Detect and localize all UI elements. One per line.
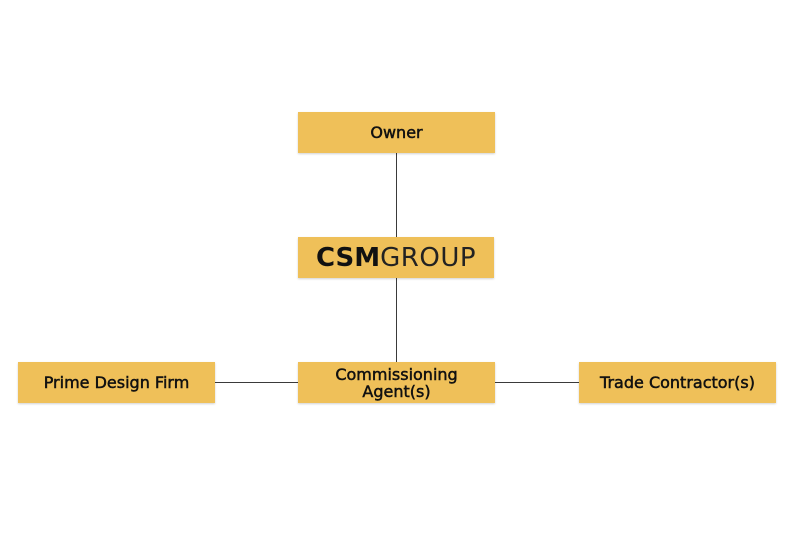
csm-group-node: CSMGROUP [298,237,494,278]
csm-logo-light: GROUP [380,242,477,273]
commissioning-agent-label-line2: Agent(s) [362,381,431,401]
connector-csm-agent [396,278,397,362]
trade-contractor-label: Trade Contractor(s) [600,373,755,392]
commissioning-agent-label: Commissioning Agent(s) [335,364,458,401]
commissioning-agent-node: Commissioning Agent(s) [298,362,495,403]
csm-group-logo: CSMGROUP [316,243,476,273]
prime-design-firm-node: Prime Design Firm [18,362,215,403]
connector-owner-csm [396,153,397,237]
csm-logo-bold: CSM [315,242,381,273]
owner-label: Owner [370,123,423,142]
connector-agent-trade [495,382,579,383]
commissioning-agent-label-line1: Commissioning [335,364,458,384]
owner-node: Owner [298,112,495,153]
connector-prime-agent [215,382,298,383]
prime-design-firm-label: Prime Design Firm [43,373,190,392]
trade-contractor-node: Trade Contractor(s) [579,362,776,403]
